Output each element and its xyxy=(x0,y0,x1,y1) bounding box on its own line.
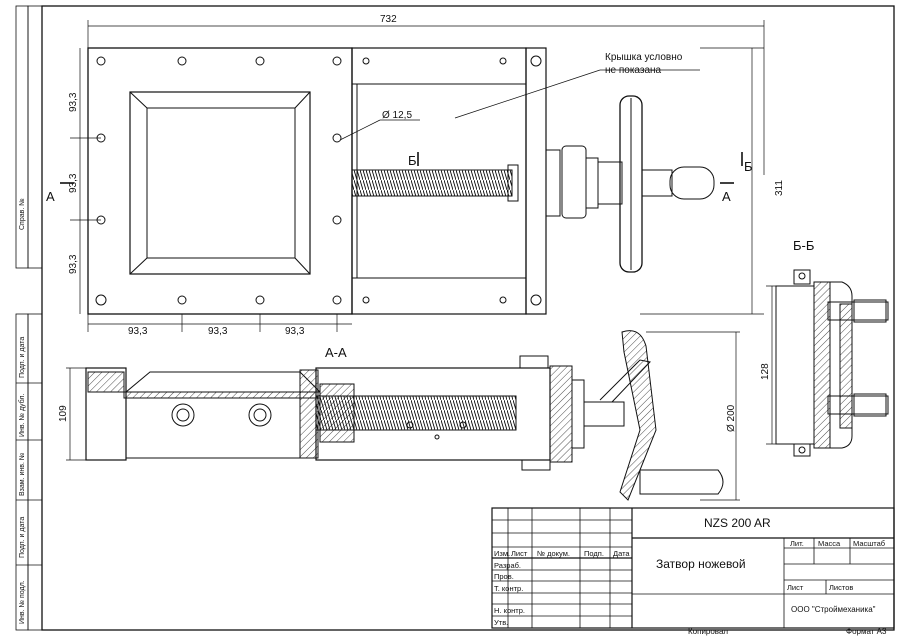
stamp-vzam-inv: Взам. инв. № xyxy=(19,453,26,496)
footer-format: Формат А3 xyxy=(846,627,887,636)
tb-masshtab: Масштаб xyxy=(853,539,885,548)
section-bb-dim-labels: 128 xyxy=(760,363,771,380)
bolt-holes xyxy=(95,55,542,306)
stamp-podp-data-1: Подп. и дата xyxy=(19,337,26,378)
sheet-frame xyxy=(41,5,895,631)
dim-pitch-bottom-1: 93,3 xyxy=(128,326,148,337)
tb-lit: Лит. xyxy=(790,539,804,548)
stamp-sprav: Справ. № xyxy=(19,198,26,230)
side-stamp-labels: Справ. № Подп. и дата Инв. № дубл. Взам.… xyxy=(18,198,26,624)
mark-a-right: A xyxy=(722,189,731,204)
dim-overall-length: 732 xyxy=(380,14,397,25)
dim-hole-dia: Ø 12,5 xyxy=(382,110,412,121)
section-bb-title: Б-Б xyxy=(793,238,814,253)
tb-row-tkontr: Т. контр. xyxy=(494,584,523,593)
tb-listov: Листов xyxy=(829,583,853,592)
dim-handwheel-dia: Ø 200 xyxy=(726,404,737,432)
tb-name: Затвор ножевой xyxy=(656,557,746,571)
tb-designation: NZS 200 AR xyxy=(704,516,771,530)
tb-row-razrab: Разраб. xyxy=(494,561,521,570)
dim-width-109: 109 xyxy=(58,405,69,422)
stamp-podp-data-2: Подп. и дата xyxy=(19,517,26,558)
cover-note-line1: Крышка условно xyxy=(605,52,683,63)
top-view-dimensions xyxy=(70,20,765,332)
dim-pitch-bottom-3: 93,3 xyxy=(285,326,305,337)
tb-col-doc: № докум. xyxy=(537,549,570,558)
dim-pitch-bottom-2: 93,3 xyxy=(208,326,228,337)
section-aa-dimensions xyxy=(66,331,740,501)
footer: Копировал Формат А3 xyxy=(688,627,887,636)
section-mark-labels: A A Б Б А-А Б-Б xyxy=(46,153,814,360)
section-bb-view xyxy=(775,269,889,457)
section-aa-title: А-А xyxy=(325,345,347,360)
tb-row-utv: Утв. xyxy=(494,618,508,627)
title-block xyxy=(491,507,895,629)
section-aa-dim-labels: 109 Ø 200 xyxy=(58,404,737,432)
side-stamp xyxy=(15,5,43,631)
dim-pitch-left-3: 93,3 xyxy=(68,254,79,274)
tb-col-data: Дата xyxy=(613,549,630,558)
cover-note-line2: не показана xyxy=(605,65,662,76)
tb-col-list: Лист xyxy=(511,549,528,558)
section-aa-view xyxy=(85,330,724,501)
tb-row-nkontr: Н. контр. xyxy=(494,606,525,615)
section-bb-dimensions xyxy=(766,285,790,445)
tb-col-izm: Изм. xyxy=(494,549,510,558)
dim-height-128: 128 xyxy=(760,363,771,380)
top-view xyxy=(87,47,715,315)
dim-pitch-left-1: 93,3 xyxy=(68,92,79,112)
tb-col-podp: Подп. xyxy=(584,549,604,558)
title-block-text: NZS 200 AR Затвор ножевой ООО "Строймеха… xyxy=(494,516,885,627)
dim-height-311: 311 xyxy=(774,180,785,196)
stamp-inv-dubl: Инв. № дубл. xyxy=(18,394,26,437)
footer-kopiroval: Копировал xyxy=(688,627,728,636)
section-marks xyxy=(60,152,743,184)
mark-b-right: Б xyxy=(744,159,753,174)
tb-massa: Масса xyxy=(818,539,841,548)
mark-a-left: A xyxy=(46,189,55,204)
tb-list: Лист xyxy=(787,583,804,592)
mark-b-top: Б xyxy=(408,153,417,168)
stamp-inv-podl: Инв. № подл. xyxy=(19,580,26,624)
tb-organization: ООО "Строймеханика" xyxy=(791,605,876,614)
tb-row-prov: Пров. xyxy=(494,572,514,581)
